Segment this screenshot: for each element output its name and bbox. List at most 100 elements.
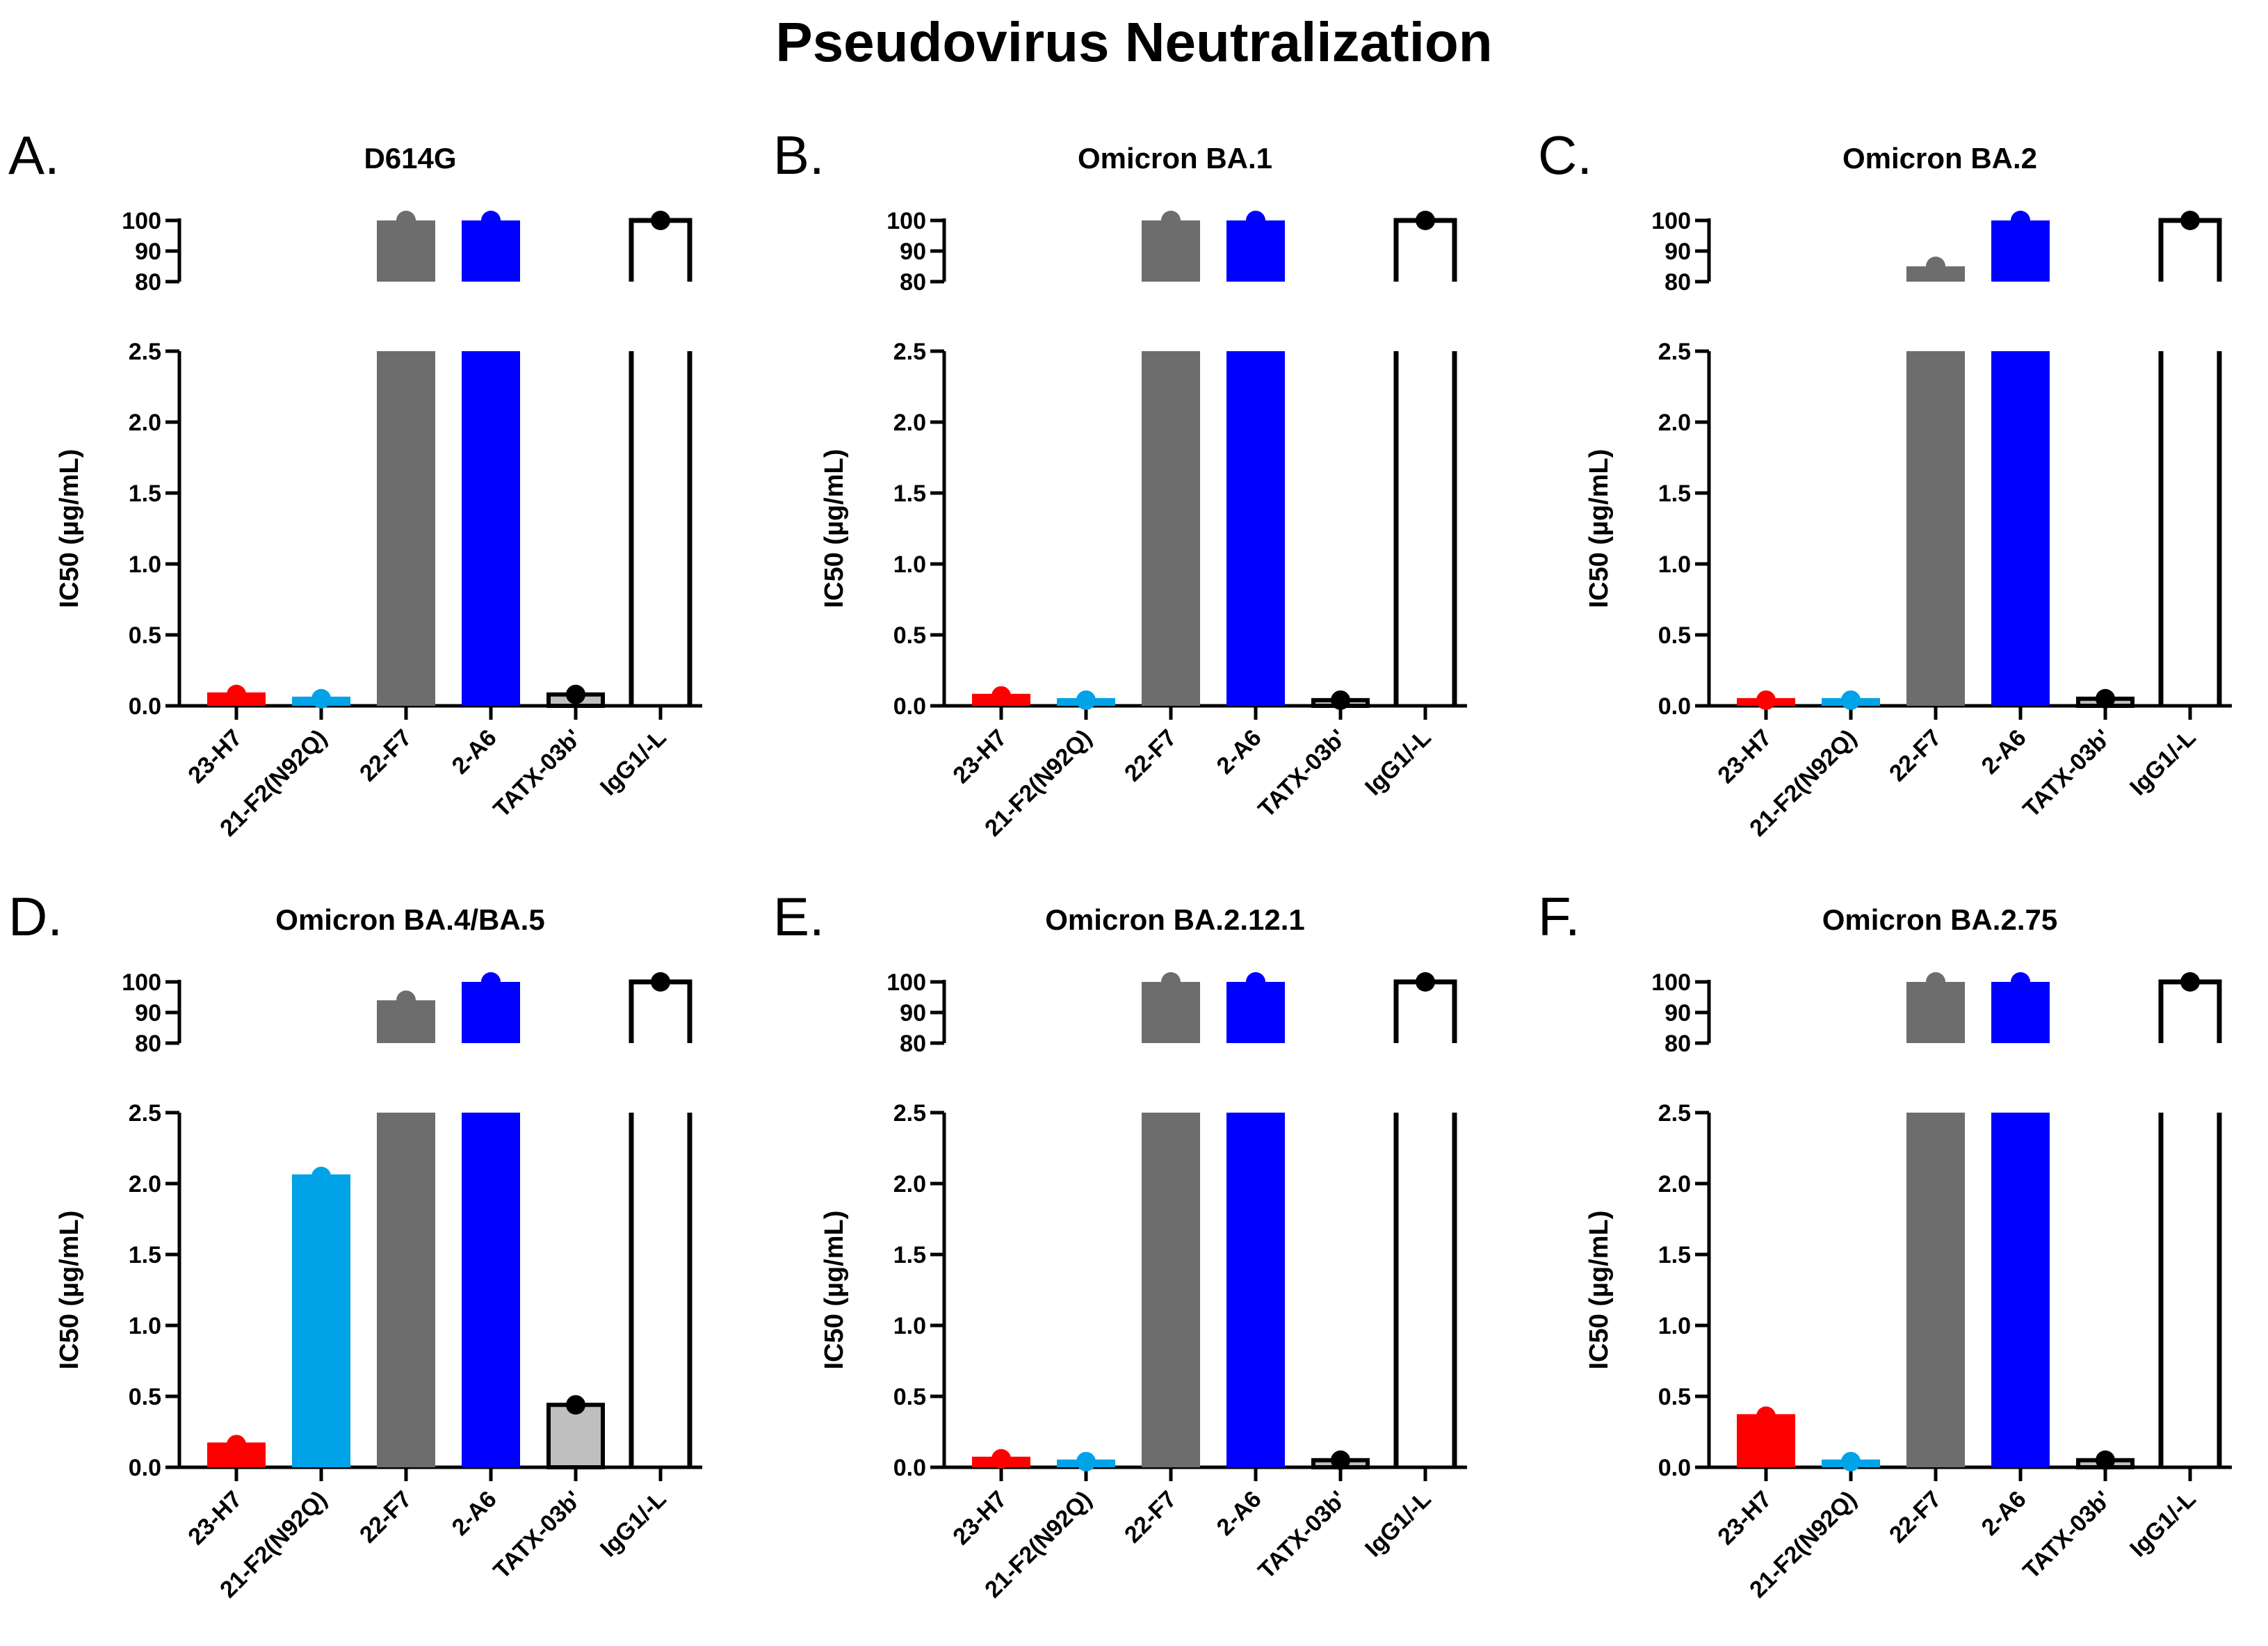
bar-upper bbox=[1226, 982, 1285, 1043]
y-tick-label: 2.5 bbox=[129, 1100, 161, 1127]
x-category-label: 2-A6 bbox=[1977, 725, 2032, 780]
panel-title: Omicron BA.2.12.1 bbox=[1045, 903, 1304, 936]
y-tick-label: 1.0 bbox=[129, 1313, 161, 1339]
y-tick-label: 100 bbox=[886, 969, 926, 996]
bar-lower bbox=[1906, 1113, 1965, 1467]
x-category-label: TATX-03b' bbox=[2018, 1486, 2116, 1584]
data-point bbox=[1076, 690, 1096, 710]
y-tick-label: 1.0 bbox=[893, 551, 926, 578]
data-point bbox=[311, 688, 331, 709]
data-point bbox=[1756, 1406, 1776, 1426]
bar-upper bbox=[1991, 220, 2050, 282]
bar-lower bbox=[462, 1113, 520, 1467]
data-point bbox=[2011, 972, 2030, 992]
bar-upper bbox=[462, 220, 520, 282]
y-tick-label: 100 bbox=[122, 208, 161, 234]
bar-upper bbox=[1991, 982, 2050, 1043]
x-category-label: IgG1/-L bbox=[595, 1486, 672, 1563]
data-point bbox=[1076, 1451, 1096, 1471]
x-category-label: 23-H7 bbox=[1712, 1486, 1776, 1550]
y-tick-label: 2.5 bbox=[893, 1100, 926, 1127]
y-tick-label: 100 bbox=[1651, 969, 1691, 996]
y-tick-label: 0.5 bbox=[1658, 622, 1691, 649]
data-point bbox=[651, 972, 670, 992]
x-category-label: IgG1/-L bbox=[1360, 725, 1436, 801]
data-point bbox=[2011, 211, 2030, 230]
y-tick-label: 90 bbox=[1664, 1000, 1691, 1026]
panel-title: Omicron BA.1 bbox=[1078, 142, 1272, 175]
data-point bbox=[1416, 211, 1435, 230]
y-tick-label: 0.5 bbox=[1658, 1384, 1691, 1410]
bar-upper bbox=[377, 220, 435, 282]
bar-lower bbox=[377, 1113, 435, 1467]
bar-lower bbox=[1991, 351, 2050, 706]
bar-upper bbox=[1142, 982, 1200, 1043]
y-tick-label: 0.5 bbox=[893, 622, 926, 649]
x-category-label: 2-A6 bbox=[1212, 1486, 1267, 1541]
y-tick-label: 100 bbox=[1651, 208, 1691, 234]
y-tick-label: 1.0 bbox=[1658, 551, 1691, 578]
data-point bbox=[1331, 690, 1350, 710]
data-point bbox=[991, 1449, 1011, 1469]
x-category-label: TATX-03b' bbox=[2018, 725, 2116, 823]
y-tick-label: 2.0 bbox=[1658, 410, 1691, 436]
y-tick-label: 1.5 bbox=[1658, 1242, 1691, 1268]
y-axis-label: IC50 (µg/mL) bbox=[1585, 1211, 1614, 1370]
y-tick-label: 2.5 bbox=[893, 339, 926, 365]
y-tick-label: 1.0 bbox=[129, 551, 161, 578]
bar-upper bbox=[1906, 982, 1965, 1043]
bar-lower bbox=[462, 351, 520, 706]
y-tick-label: 2.0 bbox=[129, 410, 161, 436]
data-point bbox=[227, 1435, 246, 1455]
y-tick-label: 0.0 bbox=[1658, 693, 1691, 720]
x-category-label: 23-H7 bbox=[1712, 725, 1776, 789]
y-axis-label: IC50 (µg/mL) bbox=[820, 449, 849, 608]
x-category-label: 22-F7 bbox=[355, 725, 417, 787]
y-tick-label: 80 bbox=[135, 269, 161, 296]
x-category-label: TATX-03b' bbox=[1253, 725, 1351, 823]
panel-label: F. bbox=[1538, 886, 1580, 947]
data-point bbox=[481, 972, 501, 992]
bar-lower bbox=[1991, 1113, 2050, 1467]
y-tick-label: 2.0 bbox=[893, 1171, 926, 1197]
y-tick-label: 0.0 bbox=[1658, 1455, 1691, 1481]
data-point bbox=[1161, 972, 1181, 992]
x-category-label: IgG1/-L bbox=[2125, 725, 2201, 801]
data-point bbox=[1841, 1451, 1861, 1471]
bar-upper bbox=[1142, 220, 1200, 282]
bar-lower bbox=[1142, 351, 1200, 706]
x-category-label: 23-H7 bbox=[948, 1486, 1012, 1550]
y-tick-label: 1.0 bbox=[893, 1313, 926, 1339]
x-category-label: TATX-03b' bbox=[488, 725, 586, 823]
bar-lower bbox=[1226, 1113, 1285, 1467]
y-tick-label: 80 bbox=[135, 1031, 161, 1057]
y-tick-label: 90 bbox=[135, 239, 161, 265]
data-point bbox=[566, 684, 585, 704]
x-category-label: 23-H7 bbox=[948, 725, 1012, 789]
data-point bbox=[227, 684, 246, 704]
y-tick-label: 1.5 bbox=[893, 481, 926, 507]
data-point bbox=[991, 686, 1011, 706]
y-tick-label: 1.5 bbox=[893, 1242, 926, 1268]
x-category-label: 22-F7 bbox=[1119, 725, 1182, 787]
x-category-label: 2-A6 bbox=[447, 725, 502, 780]
y-tick-label: 0.5 bbox=[129, 1384, 161, 1410]
y-tick-label: 90 bbox=[900, 1000, 926, 1026]
data-point bbox=[311, 1166, 331, 1186]
data-point bbox=[396, 211, 416, 230]
panel-label: C. bbox=[1538, 124, 1592, 186]
data-point bbox=[1926, 972, 1945, 992]
y-tick-label: 0.5 bbox=[893, 1384, 926, 1410]
x-category-label: 2-A6 bbox=[447, 1486, 502, 1541]
x-category-label: IgG1/-L bbox=[595, 725, 672, 801]
y-tick-label: 90 bbox=[135, 1000, 161, 1026]
panel-label: B. bbox=[773, 124, 825, 186]
data-point bbox=[651, 211, 670, 230]
x-category-label: 23-H7 bbox=[183, 1486, 247, 1550]
